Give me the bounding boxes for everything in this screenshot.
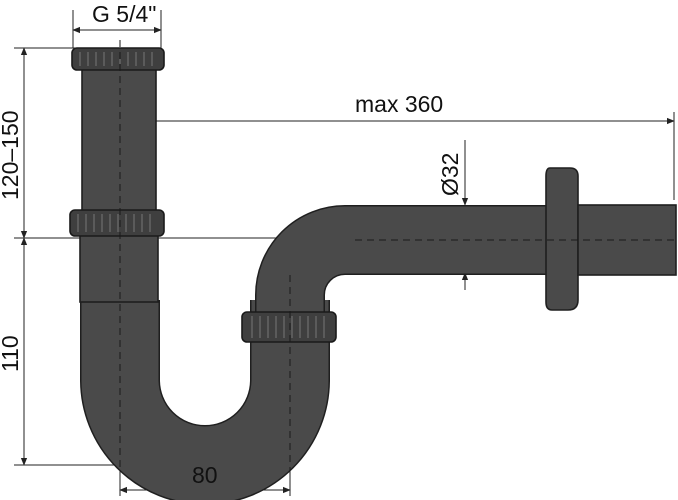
middle-nut	[69, 209, 165, 237]
siphon-body	[79, 61, 677, 500]
lower-height-label: 110	[0, 335, 23, 372]
top-nut	[71, 47, 165, 71]
outlet-nut	[241, 311, 337, 343]
upper-height-label: 120–150	[0, 110, 23, 200]
center-lines	[119, 40, 674, 470]
lower-sleeve	[79, 231, 159, 303]
offset-width-label: 80	[192, 462, 218, 488]
pipe-diameter-label: Ø32	[437, 153, 463, 196]
wall-rosette	[545, 167, 579, 311]
thread-size-label: G 5/4"	[92, 1, 156, 27]
max-length-label: max 360	[355, 91, 443, 117]
tailpiece-tube	[81, 61, 157, 223]
